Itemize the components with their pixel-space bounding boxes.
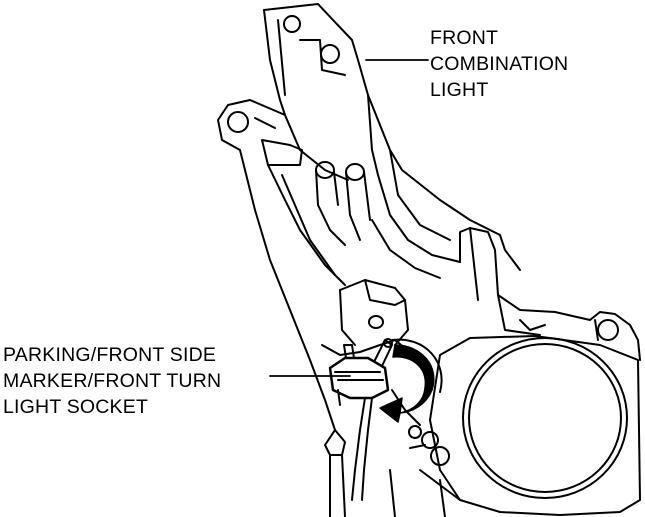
- front-combination-light-label: FRONT COMBINATION LIGHT: [430, 25, 568, 103]
- housing-body: [261, 94, 461, 286]
- label-line: COMBINATION: [430, 53, 569, 75]
- left-mounting-tab: [217, 99, 336, 431]
- curved-rotate-arrow-icon: [379, 338, 443, 423]
- lower-housing: [459, 227, 641, 361]
- label-line: LIGHT SOCKET: [3, 396, 149, 418]
- socket-label: PARKING/FRONT SIDE MARKER/FRONT TURN LIG…: [3, 342, 221, 420]
- socket-mount-area: [321, 279, 411, 356]
- label-line: PARKING/FRONT SIDE: [3, 344, 217, 366]
- bulb-socket: [328, 338, 393, 501]
- label-line: FRONT: [430, 27, 499, 49]
- lower-base-detail: [324, 389, 461, 517]
- label-line: LIGHT: [430, 79, 489, 101]
- lamp-lens: [429, 335, 641, 516]
- leader-lines: [269, 59, 429, 377]
- label-line: MARKER/FRONT TURN: [3, 370, 222, 392]
